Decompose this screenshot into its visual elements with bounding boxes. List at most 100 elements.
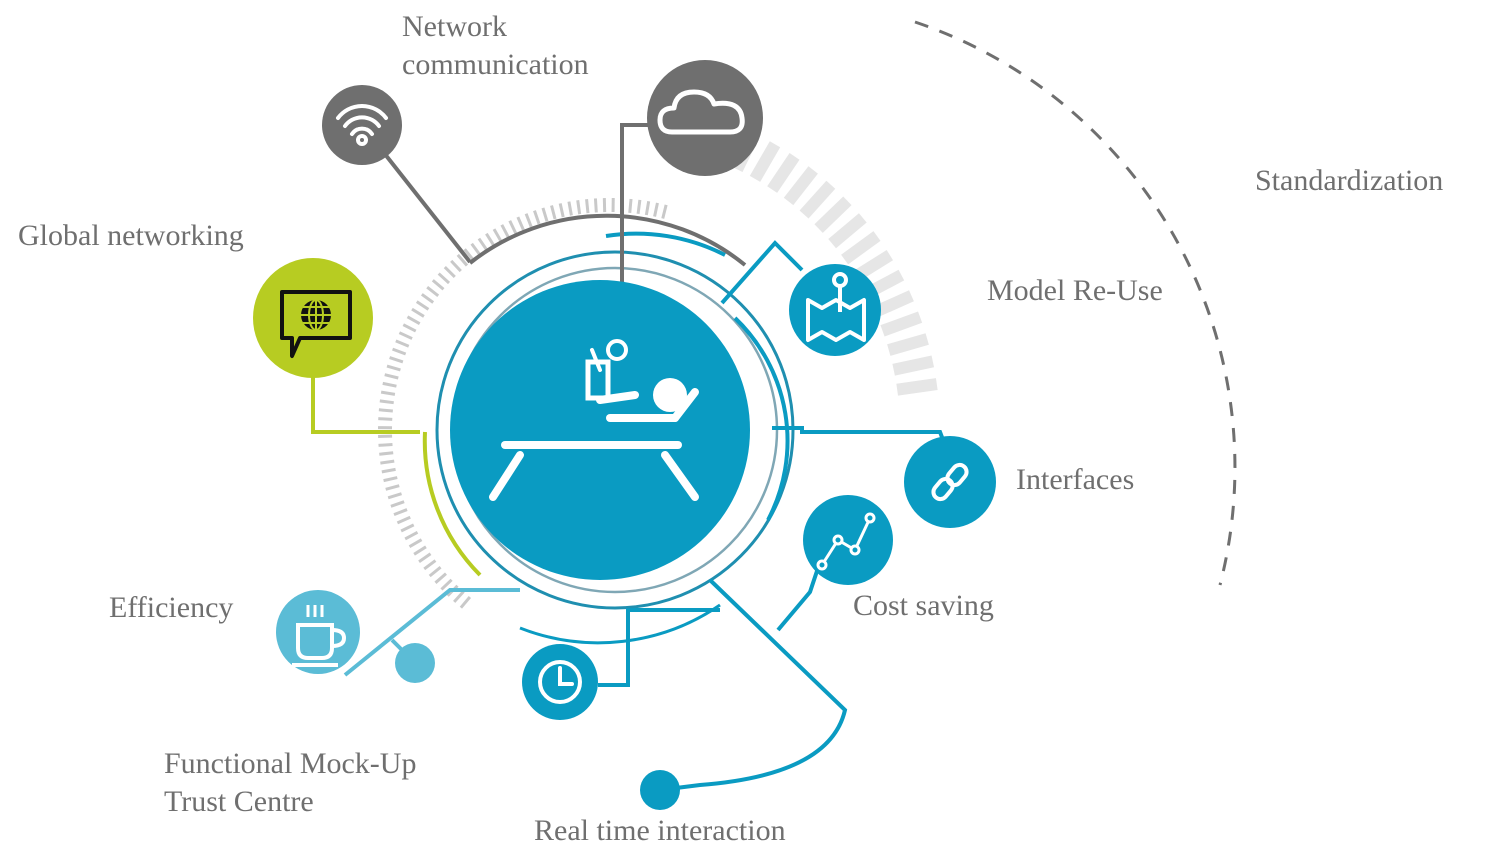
hatch-tick [558, 203, 565, 218]
hatch-tick [390, 500, 405, 508]
cloud-icon [657, 89, 745, 135]
trust-centre-node [395, 643, 435, 683]
hatch-tick [470, 242, 482, 256]
hatch-tick [379, 451, 394, 456]
hatch-tick [500, 224, 510, 238]
standardization-dashed-arc [914, 20, 1237, 586]
efficiency-node [276, 590, 360, 674]
ring-arc-lime [422, 431, 482, 577]
ring-arc-bottom [519, 603, 721, 645]
hatch-tick [380, 459, 395, 465]
hatch-bar [880, 311, 923, 337]
connector-model [720, 240, 804, 305]
hatch-bar [783, 166, 818, 206]
hatch-tick [379, 399, 394, 405]
hatch-tick [576, 200, 582, 215]
hatch-tick [408, 538, 423, 548]
hatch-tick [585, 199, 590, 214]
label-fmu-trust-centre-line1: Functional Mock-Up [164, 747, 417, 780]
hatch-tick [636, 199, 642, 215]
hatch-tick [378, 408, 393, 413]
connector-efficiency [343, 588, 520, 677]
hatch-tick [420, 293, 435, 304]
hatch-bar [892, 355, 935, 376]
hatch-tick [477, 237, 489, 251]
hatch-bar [799, 180, 836, 219]
hatch-bar [887, 333, 929, 356]
hatch-tick [423, 559, 437, 571]
hatch-tick [402, 323, 417, 333]
connector-cost [776, 561, 822, 632]
coffee-cup-icon [292, 605, 347, 667]
hatch-tick [485, 232, 496, 247]
label-network-communication: Network communication [402, 8, 589, 84]
hatch-tick [533, 210, 541, 225]
hatch-tick [492, 228, 503, 242]
connector-clock [598, 608, 720, 687]
hatch-tick [459, 596, 472, 609]
hatch-tick [443, 266, 456, 278]
hatch-tick [593, 198, 598, 213]
hatch-tick [382, 381, 397, 388]
hatch-tick [386, 364, 401, 372]
hatch-tick [524, 213, 533, 228]
cloud-node [647, 60, 763, 176]
hatch-tick [550, 205, 557, 220]
hatch-tick [644, 200, 651, 216]
person-relaxing-lounger-icon [489, 339, 699, 501]
hatch-tick [389, 356, 404, 364]
hatch-tick [450, 259, 462, 273]
network-node [322, 85, 402, 165]
hatch-bar [896, 378, 938, 396]
clock-icon [538, 660, 582, 704]
hatch-tick [378, 417, 393, 421]
hatch-tick [383, 476, 398, 483]
real-time-node [640, 770, 680, 810]
hatch-tick [628, 198, 633, 214]
hatch-tick [516, 216, 525, 231]
label-efficiency: Efficiency [109, 591, 234, 624]
hatch-tick [428, 566, 442, 578]
map-pin-icon [806, 272, 866, 342]
label-network-communication-line1: Network [402, 10, 507, 43]
hatch-tick [384, 373, 399, 380]
cost-node [803, 495, 893, 585]
hatch-tick [381, 467, 396, 474]
label-model-reuse: Model Re-Use [987, 274, 1163, 307]
label-real-time-interaction: Real time interaction [534, 814, 786, 847]
hatch-tick [393, 508, 408, 517]
hatch-tick [426, 285, 440, 297]
hatch-tick [453, 590, 465, 603]
hatch-bar [872, 290, 914, 318]
hatch-tick [431, 279, 445, 291]
hatch-tick [378, 442, 393, 447]
hatch-bar [814, 196, 852, 233]
hatched-ring-left [377, 198, 668, 609]
label-network-communication-line2: communication [402, 48, 589, 81]
hatch-bar [841, 231, 881, 265]
hatch-tick [387, 492, 402, 500]
hatch-tick [541, 207, 549, 222]
hatch-tick [392, 347, 407, 356]
hatch-tick [440, 578, 453, 591]
center-circle [450, 280, 750, 580]
hatch-tick [385, 484, 400, 491]
hatch-tick [413, 545, 427, 556]
connector-global [311, 375, 420, 434]
model-node [789, 264, 881, 356]
chain-link-icon [931, 462, 969, 502]
hatch-tick [567, 201, 573, 216]
hatch-tick [463, 248, 475, 262]
hatch-tick [398, 331, 413, 340]
hatch-tick [400, 523, 415, 533]
ring-arc-blue-top [605, 231, 726, 257]
label-cost-saving: Cost saving [853, 589, 994, 622]
hatch-bar [767, 153, 800, 193]
hatch-tick [415, 300, 430, 311]
ring-arc-blue-right [733, 316, 790, 521]
hatch-tick [404, 531, 419, 541]
hatch-tick [653, 202, 659, 217]
wifi-icon [336, 104, 388, 146]
